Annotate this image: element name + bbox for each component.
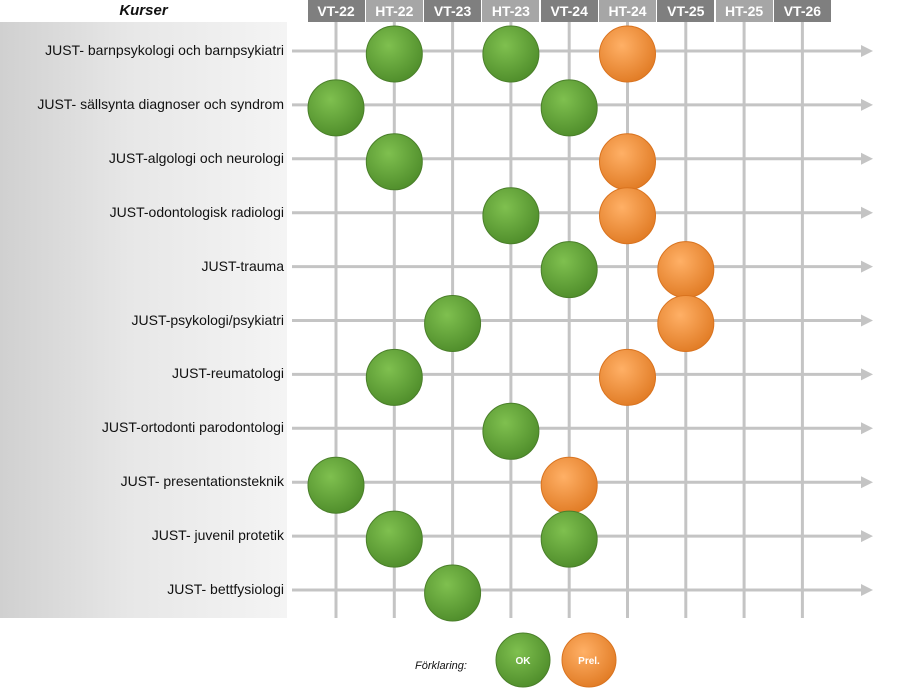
course-label: JUST- presentationsteknik: [120, 473, 284, 490]
ok-marker: [307, 79, 365, 137]
course-label: JUST- sällsynta diagnoser och syndrom: [37, 95, 284, 112]
ok-marker: [424, 295, 482, 352]
arrow-head-icon: [861, 530, 873, 543]
prel-marker: [657, 241, 715, 299]
ok-marker: [365, 510, 423, 568]
course-label: JUST-reumatologi: [171, 365, 284, 382]
ok-marker: [540, 79, 598, 137]
term-header-vt-23: VT-23: [424, 0, 482, 22]
legend-ok-marker: [495, 632, 551, 688]
ok-marker: [365, 133, 423, 191]
term-header-vt-25: VT-25: [657, 0, 715, 22]
legend-ok-label: OK: [516, 656, 532, 667]
term-header-vt-22: VT-22: [307, 0, 365, 22]
arrow-head-icon: [861, 584, 873, 596]
term-header-ht-23: HT-23: [482, 0, 540, 22]
prel-marker: [599, 187, 656, 245]
arrow-head-icon: [861, 260, 873, 273]
course-label: JUST- juvenil protetik: [151, 527, 284, 544]
course-label-panel: [0, 22, 287, 618]
course-label: JUST- bettfysiologi: [167, 581, 284, 597]
ok-marker: [365, 348, 423, 406]
ok-marker: [307, 456, 365, 514]
arrow-head-icon: [861, 45, 873, 57]
prel-marker: [599, 25, 656, 83]
course-label: JUST-psykologi/psykiatri: [131, 311, 285, 328]
arrow-head-icon: [861, 422, 873, 435]
course-label: JUST-trauma: [201, 257, 284, 274]
legend-label: Förklaring:: [415, 660, 467, 672]
arrow-head-icon: [861, 476, 873, 489]
prel-marker: [657, 295, 715, 352]
ok-marker: [482, 402, 540, 460]
arrow-head-icon: [861, 98, 873, 111]
arrow-head-icon: [861, 206, 873, 219]
ok-marker: [540, 241, 598, 299]
term-header-vt-24: VT-24: [540, 0, 598, 22]
course-label: JUST-odontologisk radiologi: [109, 203, 284, 220]
term-header-ht-24: HT-24: [599, 0, 656, 22]
ok-marker: [482, 187, 540, 245]
prel-marker: [599, 133, 656, 191]
term-header-vt-26: VT-26: [773, 0, 831, 22]
ok-marker: [540, 510, 598, 568]
prel-marker: [540, 456, 598, 514]
legend-prel-marker: [561, 632, 617, 688]
ok-marker: [482, 25, 540, 83]
course-label: JUST-ortodonti parodontologi: [101, 419, 284, 436]
ok-marker: [424, 564, 482, 622]
courses-heading: Kurser: [119, 2, 168, 19]
legend-prel-label: Prel.: [578, 656, 600, 667]
term-header-ht-22: HT-22: [365, 0, 423, 22]
course-label: JUST- barnpsykologi och barnpsykiatri: [45, 42, 284, 58]
arrow-head-icon: [861, 314, 873, 327]
term-header-ht-25: HT-25: [715, 0, 773, 22]
prel-marker: [599, 348, 656, 406]
arrow-head-icon: [861, 152, 873, 165]
course-label: JUST-algologi och neurologi: [108, 149, 284, 166]
arrow-head-icon: [861, 368, 873, 381]
ok-marker: [365, 25, 423, 83]
